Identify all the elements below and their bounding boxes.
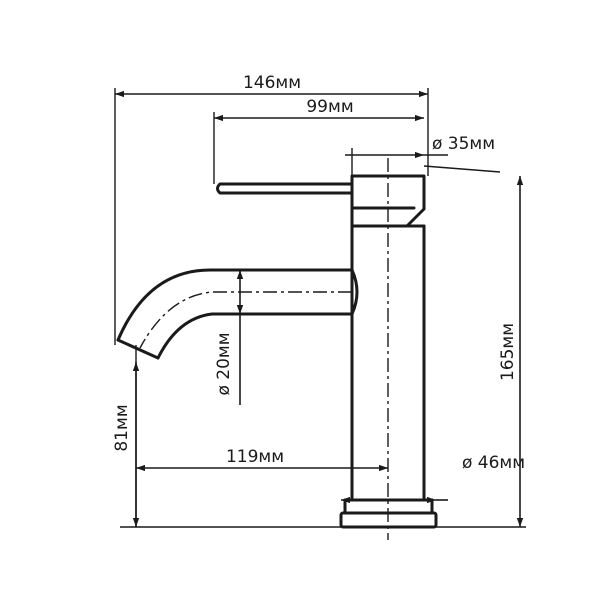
spout-bottom-curve — [156, 312, 354, 360]
centerlines — [139, 158, 389, 540]
label-total-width: 146мм — [243, 73, 301, 93]
dimension-lines — [115, 90, 524, 527]
label-spout-reach: 119мм — [226, 447, 284, 467]
spout-centerline — [139, 291, 352, 349]
spout-outlet — [116, 338, 160, 360]
label-spout-diameter: ø 20мм — [214, 332, 234, 395]
ext-top-height — [423, 165, 501, 173]
faucet-outline — [116, 174, 438, 529]
label-spout-height: 81мм — [112, 404, 132, 451]
lever-handle — [216, 182, 354, 195]
spout-joint — [350, 268, 359, 316]
spout-top-curve — [116, 268, 354, 342]
label-base-diameter: ø 46мм — [462, 453, 525, 473]
label-handle-length: 99мм — [306, 97, 353, 117]
label-body-diameter: ø 35мм — [432, 134, 495, 154]
cartridge-head — [350, 174, 426, 228]
label-total-height: 165мм — [498, 323, 518, 381]
